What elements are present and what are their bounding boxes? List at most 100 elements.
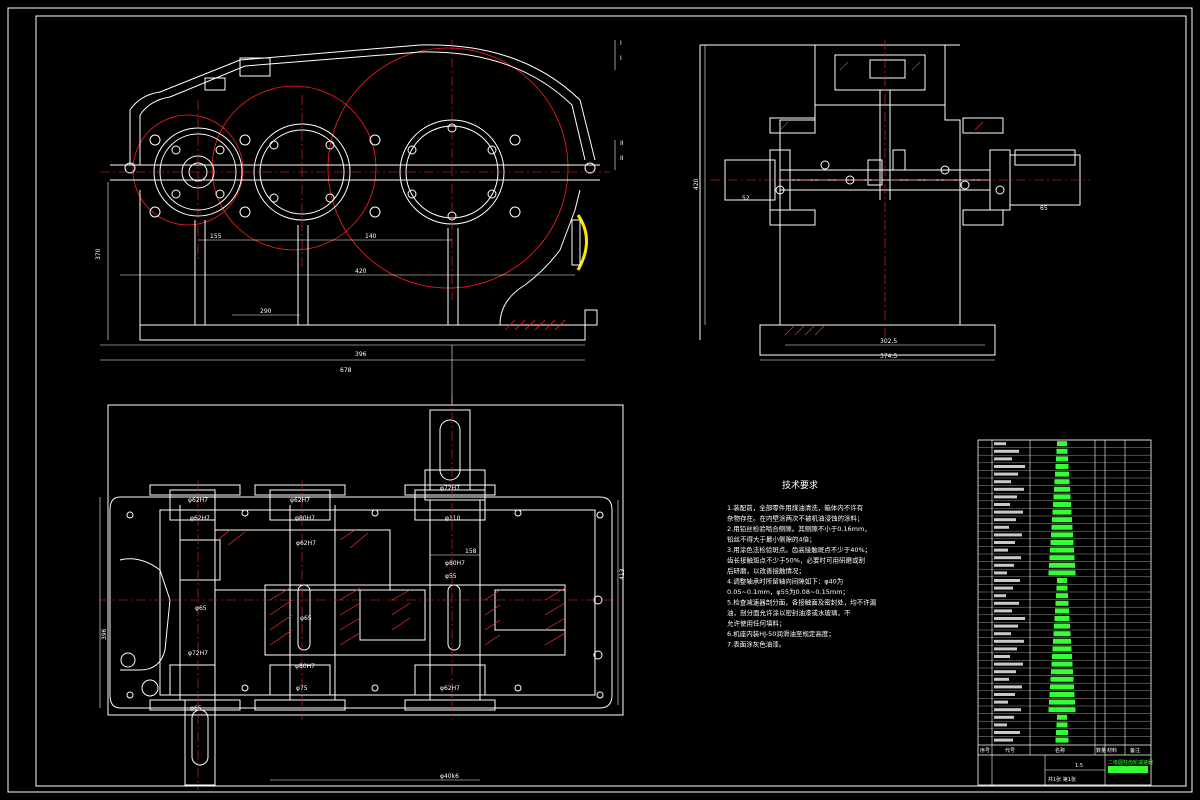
part-code-cell xyxy=(994,541,1015,544)
part-name-cell xyxy=(1049,562,1075,568)
parts-list: 序号 代号 名称 数量 材料 备注 二级圆柱齿轮减速器 1:5 共1张 第1张 xyxy=(977,439,1153,786)
outer-frame xyxy=(7,7,1193,793)
part-code-cell xyxy=(994,480,1011,484)
part-code-cell xyxy=(994,609,1012,613)
header-qty: 数量 xyxy=(1096,747,1106,754)
section-mark-3: II xyxy=(620,140,624,147)
dim-plan-17: 396 xyxy=(101,628,108,640)
dim-front-5: 420 xyxy=(355,268,367,275)
dim-side-5: 420 xyxy=(693,178,700,190)
tech-requirement-line: 0.05~0.1mm，φ55为0.08~0.15mm； xyxy=(727,587,849,596)
dim-side-2: 374.5 xyxy=(880,353,897,360)
part-name-cell xyxy=(1052,646,1072,652)
part-code-cell xyxy=(994,617,1025,620)
dim-side-1: 302.5 xyxy=(880,338,897,345)
dim-plan-2: φ62H7 xyxy=(290,497,310,504)
part-name-cell xyxy=(1056,448,1068,454)
part-code-cell xyxy=(994,708,1021,712)
part-name-cell xyxy=(1054,623,1070,629)
part-code-cell xyxy=(994,571,1007,575)
part-name-cell xyxy=(1051,524,1073,530)
part-code-cell xyxy=(994,632,1011,636)
part-code-cell xyxy=(994,487,1024,491)
plan-centerlines xyxy=(100,395,625,790)
part-code-cell xyxy=(994,442,1006,446)
tech-lines-group: 1.装配前，全部零件用煤油清洗，箱体内不许有杂物存在。在内壁涂两次不被机油浸蚀的… xyxy=(727,503,877,649)
tech-requirements: 技术要求 1.装配前，全部零件用煤油清洗，箱体内不许有杂物存在。在内壁涂两次不被… xyxy=(727,479,877,649)
part-code-cell xyxy=(994,700,1008,704)
part-code-cell xyxy=(994,624,1018,628)
side-hatch xyxy=(779,61,984,336)
dim-front-3: 396 xyxy=(355,351,367,358)
tech-requirement-line: 杂物存在。在内壁涂两次不被机油浸蚀的涂料； xyxy=(727,514,864,523)
part-code-cell xyxy=(994,738,1013,742)
dim-plan-9: φ55 xyxy=(445,573,457,580)
tech-requirement-line: 允许使用任何填料； xyxy=(727,619,786,628)
part-code-cell xyxy=(994,647,1017,651)
part-name-cell xyxy=(1052,509,1072,515)
part-code-cell xyxy=(994,548,1008,552)
part-name-cell xyxy=(1050,540,1074,545)
dim-front-1: 370 xyxy=(95,248,102,260)
part-name-cell xyxy=(1049,699,1075,705)
part-code-cell xyxy=(994,731,1020,734)
inner-frame xyxy=(35,15,1187,787)
header-name: 名称 xyxy=(1055,747,1065,754)
part-name-cell xyxy=(1055,464,1069,469)
dim-plan-3: φ72H7 xyxy=(440,485,460,492)
dim-plan-14: φ62H7 xyxy=(440,685,460,692)
part-code-cell xyxy=(994,503,1010,506)
part-name-cell xyxy=(1049,692,1075,697)
tech-requirement-line: 3.用涂色法检验斑点。齿高接触斑点不少于40%； xyxy=(727,545,871,554)
dim-plan-12: φ72H7 xyxy=(188,650,208,657)
table-rows xyxy=(978,439,1151,737)
part-code-cell xyxy=(994,670,1016,674)
drawing-sheet: 共1张 第1张 xyxy=(1048,776,1076,783)
plan-hatch xyxy=(217,529,566,646)
part-name-cell xyxy=(1050,684,1074,690)
part-name-cell xyxy=(1056,593,1068,599)
side-view xyxy=(699,40,1090,361)
tech-requirement-line: 5.检查减速器剖分面，各接触面及密封处，均不许漏 xyxy=(727,598,877,607)
header-code: 代号 xyxy=(1005,747,1015,754)
part-code-cell xyxy=(994,655,1010,658)
part-code-cell xyxy=(994,579,1020,582)
dim-front-4: 290 xyxy=(260,308,272,315)
part-code-cell xyxy=(994,586,1013,590)
section-mark-2: I xyxy=(620,55,622,62)
tech-requirement-line: 后研磨，以改善接触情况； xyxy=(727,566,805,575)
dim-plan-18: 413 xyxy=(619,568,626,580)
part-code-cell xyxy=(994,662,1023,666)
dim-plan-13: φ80H7 xyxy=(295,663,315,670)
part-name-cell xyxy=(1049,555,1075,561)
part-name-cell xyxy=(1053,638,1071,644)
part-code-cell xyxy=(994,693,1015,696)
part-name-cell xyxy=(1048,570,1076,576)
part-name-cell xyxy=(1055,471,1069,477)
part-name-cell xyxy=(1051,669,1073,675)
part-name-cell xyxy=(1052,654,1072,659)
part-name-cell xyxy=(1048,707,1076,713)
part-name-cell xyxy=(1056,730,1068,735)
side-dimension-texts: 302.5 374.5 52 65 420 xyxy=(693,178,1048,360)
part-name-cell xyxy=(1056,585,1068,591)
dim-plan-15: φ75 xyxy=(296,685,308,692)
part-name-cell xyxy=(1055,737,1069,743)
part-name-cell xyxy=(1055,600,1069,606)
part-name-cells xyxy=(994,441,1076,743)
tech-requirement-line: 油，剖分面允许涂以密封油漆或水玻璃，不 xyxy=(727,608,851,617)
header-note: 备注 xyxy=(1130,747,1140,754)
part-name-cell xyxy=(1051,661,1073,667)
dim-plan-19: 158 xyxy=(465,548,477,555)
front-hatch xyxy=(504,319,566,331)
part-code-cell xyxy=(994,449,1019,453)
part-code-cell xyxy=(994,563,1014,567)
part-code-cell xyxy=(994,465,1025,468)
dim-plan-6: φ110 xyxy=(445,515,461,522)
part-code-cell xyxy=(994,715,1014,719)
dim-plan-5: φ80H7 xyxy=(295,515,315,522)
part-name-cell xyxy=(1053,494,1071,500)
part-name-cell xyxy=(1057,441,1067,447)
dim-front-6: 155 xyxy=(210,233,222,240)
